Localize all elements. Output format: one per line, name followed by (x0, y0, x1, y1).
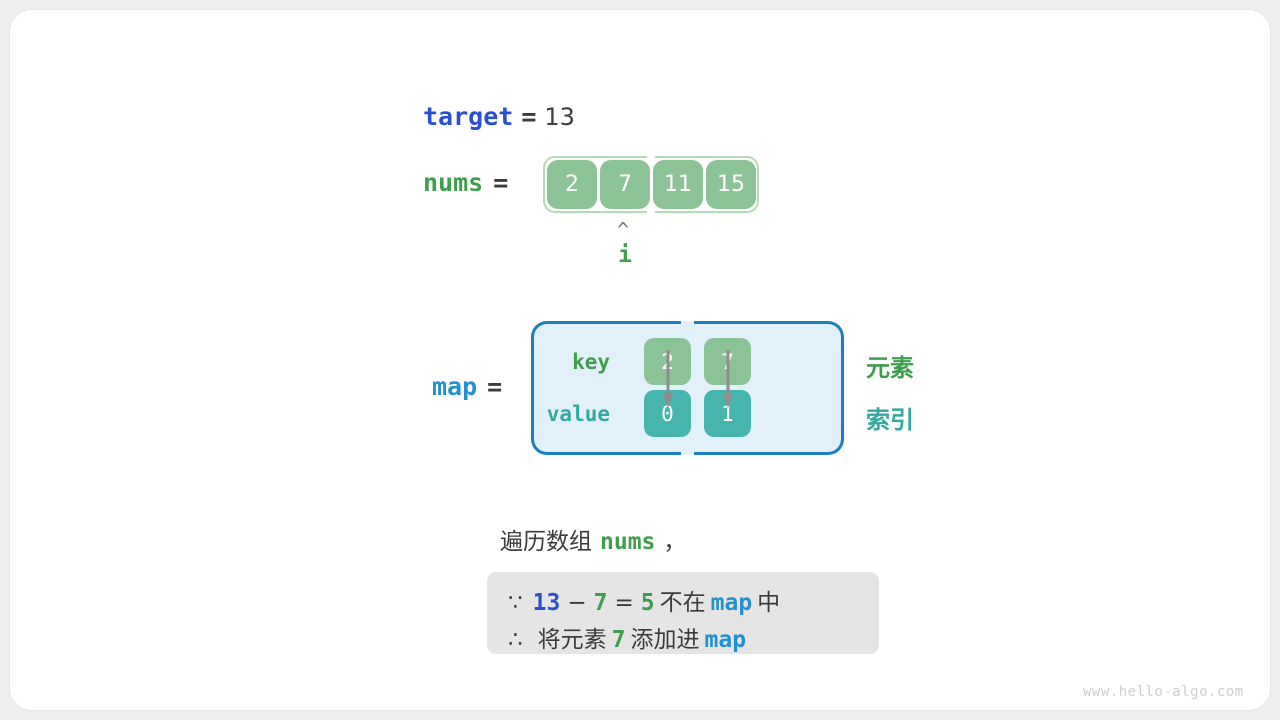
note-result-value: 5 (640, 590, 655, 616)
map-value-meaning-label: 索引 (866, 406, 914, 434)
caption-suffix: ， (663, 529, 687, 555)
map-mapping-arrow-icon (663, 350, 673, 408)
nums-bracket-left (543, 156, 647, 213)
because-symbol: ∵ (508, 590, 523, 616)
note-text-add-element: 将元素 (537, 627, 607, 653)
note-minus-operator: − (567, 590, 587, 616)
target-equals-sign: = (521, 102, 537, 131)
pointer-index-label: i (618, 242, 632, 268)
nums-array-container: 2 7 11 15 (543, 156, 759, 213)
caption-text: 遍历数组 nums ， (500, 522, 686, 556)
map-bracket-left (531, 321, 682, 455)
target-variable-label: target (423, 102, 514, 131)
nums-cell: 7 (600, 160, 650, 209)
diagram-card: target=13 nums= 2 7 11 15 ^ i map= k (10, 10, 1270, 710)
map-bracket-right (693, 321, 844, 455)
map-mapping-arrow-icon (723, 350, 733, 408)
nums-equals-sign: = (493, 168, 509, 197)
nums-cell: 15 (706, 160, 756, 209)
note-current-value: 7 (593, 590, 608, 616)
nums-cell-group: 2 7 11 15 (547, 160, 756, 209)
map-key-row-label: key (572, 350, 610, 374)
nums-cell: 11 (653, 160, 703, 209)
note-text-not-in: 不在 (659, 590, 706, 616)
note-equals-operator: = (614, 590, 634, 616)
caption-keyword-nums: nums (600, 529, 656, 555)
map-key-meaning-label: 元素 (866, 354, 914, 382)
nums-cell: 2 (547, 160, 597, 209)
nums-variable-label: nums (423, 168, 484, 197)
map-variable-label: map (432, 372, 478, 401)
explanation-box (487, 572, 879, 654)
map-declaration: map = (432, 372, 502, 401)
note-text-append-into: 添加进 (630, 627, 700, 653)
note-map-keyword: map (710, 590, 753, 616)
map-equals-sign: = (487, 372, 503, 401)
note-target-value: 13 (532, 590, 561, 616)
note-text-within: 中 (757, 590, 781, 616)
watermark-url: www.hello-algo.com (1083, 684, 1244, 700)
nums-bracket-right (655, 156, 759, 213)
note-map-keyword: map (704, 627, 747, 653)
nums-declaration: nums = (423, 168, 508, 197)
note-added-value: 7 (611, 627, 626, 653)
map-value-cell: 1 (704, 390, 751, 437)
pointer-caret-icon: ^ (617, 218, 630, 242)
target-value: 13 (544, 103, 575, 131)
therefore-symbol: ∴ (508, 627, 523, 653)
map-value-row-label: value (546, 402, 610, 426)
caption-prefix: 遍历数组 (500, 529, 592, 555)
map-container-border (531, 321, 844, 455)
target-declaration: target=13 (423, 102, 575, 131)
